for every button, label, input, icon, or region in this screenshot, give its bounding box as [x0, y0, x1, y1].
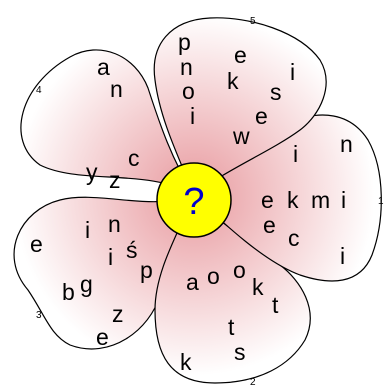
petal-4-letter: c	[128, 145, 140, 171]
center-button[interactable]: ?	[156, 162, 232, 238]
petal-4-letter: z	[109, 167, 121, 193]
petal-3-letter: e	[30, 231, 43, 257]
petal-2-letter: t	[272, 292, 279, 318]
petal-4-number: 4	[36, 85, 42, 96]
petal-1-letter: i	[340, 243, 345, 269]
petal-3[interactable]: 3 i n e i ś p b g z e	[13, 193, 196, 350]
petal-5-letter: e	[234, 42, 247, 68]
petal-5-letter: o	[182, 78, 195, 104]
petal-5[interactable]: 5 p n o i e k i s e w	[153, 16, 327, 196]
petal-5-letter: i	[190, 103, 195, 129]
petal-2-letter: t	[228, 314, 235, 340]
center-circle[interactable]	[156, 162, 232, 238]
petal-5-letter: k	[227, 68, 239, 94]
petal-4-letter: n	[110, 76, 123, 102]
petal-1-number: 1	[378, 196, 384, 207]
petal-1-letter: c	[288, 225, 300, 251]
petal-3-letter: e	[96, 324, 109, 350]
petal-1-letter: i	[341, 187, 346, 213]
petal-3-letter: p	[140, 257, 153, 283]
petal-5-letter: s	[270, 79, 282, 105]
petal-3-letter: g	[80, 271, 93, 297]
petal-4[interactable]: 4 a n c y z	[20, 49, 195, 196]
petal-5-letter: w	[232, 123, 250, 149]
petal-4-letter: a	[97, 54, 110, 80]
petal-1-letter: k	[287, 187, 299, 213]
petal-5-letter: e	[255, 103, 268, 129]
petal-1-letter: e	[261, 187, 274, 213]
petal-5-shape[interactable]	[153, 17, 327, 196]
petal-3-letter: z	[112, 301, 124, 327]
petal-3-letter: i	[108, 244, 113, 270]
petal-2[interactable]: 2 a o o k t t s k	[154, 193, 311, 388]
petal-5-number: 5	[250, 16, 256, 27]
petal-2-letter: o	[207, 263, 220, 289]
petal-3-letter: i	[85, 217, 90, 243]
petal-2-letter: o	[233, 257, 246, 283]
petal-1-letter: n	[340, 131, 353, 157]
petal-5-letter: i	[290, 59, 295, 85]
petal-2-number: 2	[250, 377, 256, 388]
petal-2-letter: a	[186, 269, 199, 295]
petal-2-letter: k	[180, 349, 192, 375]
petal-3-letter: b	[62, 279, 75, 305]
petal-2-letter: k	[252, 274, 264, 300]
petal-5-letter: n	[180, 54, 193, 80]
petal-3-number: 3	[36, 310, 42, 321]
question-mark-icon: ?	[183, 181, 204, 223]
petal-4-shape[interactable]	[20, 49, 195, 196]
petal-1-letter: m	[311, 187, 330, 213]
petal-3-letter: ś	[126, 237, 138, 263]
petal-3-letter: n	[108, 211, 121, 237]
petal-2-letter: s	[234, 339, 246, 365]
petal-1-letter: i	[293, 141, 298, 167]
petal-4-letter: y	[86, 159, 98, 185]
petal-1-letter: e	[263, 212, 276, 238]
petal-5-letter: p	[178, 29, 191, 55]
